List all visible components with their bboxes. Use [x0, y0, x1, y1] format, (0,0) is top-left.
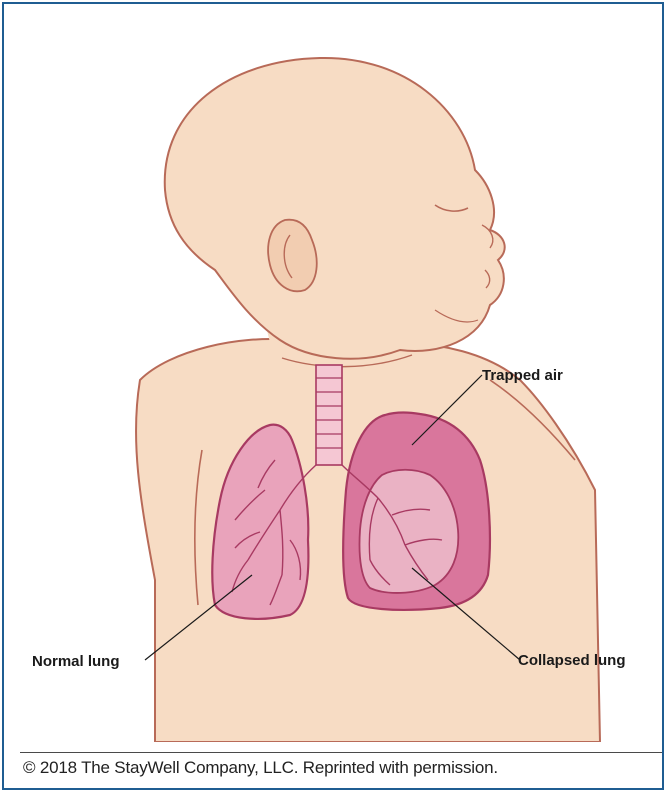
- copyright-caption: © 2018 The StayWell Company, LLC. Reprin…: [23, 758, 498, 778]
- baby-lungs-illustration: Trapped air Normal lung Collapsed lung: [20, 20, 662, 742]
- normal-lung-label: Normal lung: [32, 653, 120, 670]
- trachea: [316, 365, 342, 465]
- trapped-air-label: Trapped air: [482, 367, 563, 384]
- caption-divider: [20, 752, 662, 753]
- collapsed-lung-label: Collapsed lung: [518, 652, 626, 669]
- collapsed-lung: [359, 470, 458, 593]
